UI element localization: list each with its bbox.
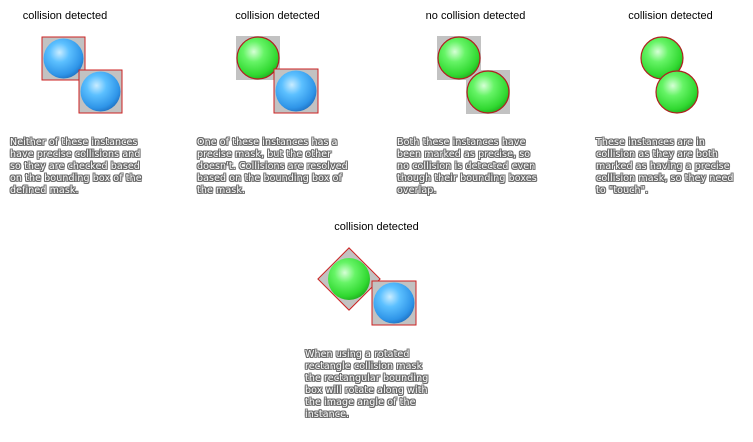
panel-4-title: collision detected [628,10,713,22]
green-sphere [236,36,280,80]
panel-2-illustration [236,36,319,114]
panel-1-description: Neither of these instances have precise … [10,137,142,196]
blue-sphere [43,38,84,79]
panel-3-description: Both these instances have been marked as… [397,137,537,196]
panel-1-title: collision detected [22,10,108,22]
panel-5-illustration [317,247,417,326]
panel-2-title: collision detected [235,10,320,22]
green-sphere [328,258,370,300]
panel-1-illustration [41,36,123,114]
blue-sphere [275,70,317,112]
green-sphere [466,70,510,114]
panel-3-title: no collision detected [425,10,526,22]
panel-3-illustration [437,36,510,114]
panel-2-description: One of these instances has a precise mas… [197,137,348,196]
green-sphere [655,70,699,114]
panel-4-description: These instances are in collision as they… [596,137,734,196]
green-sphere [437,36,481,80]
panel-5-title: collision detected [334,221,419,233]
panel-5-description: When using a rotated rectangle collision… [305,349,429,420]
panel-4-illustration [640,36,699,114]
blue-sphere [373,282,415,324]
blue-sphere [80,71,121,112]
